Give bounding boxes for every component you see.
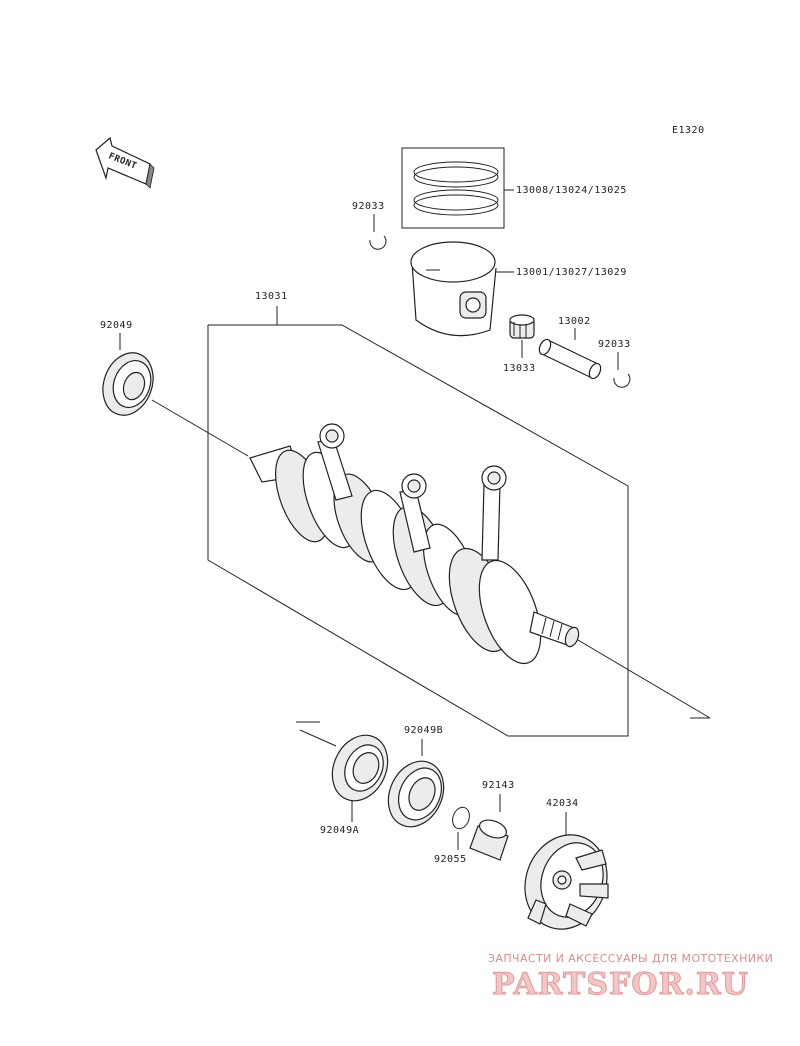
bearing-a xyxy=(331,734,389,802)
front-arrow-icon: FRONT xyxy=(95,136,155,189)
label-crankshaft: 13031 xyxy=(255,291,288,302)
label-bearing-b: 92049B xyxy=(404,725,443,736)
oil-seal xyxy=(102,352,154,416)
label-oil-seal: 92049 xyxy=(100,320,133,331)
piston-rings xyxy=(401,147,514,229)
label-bearing-a: 92049A xyxy=(320,825,359,836)
label-circlip: 92055 xyxy=(434,854,467,865)
diagram-code: E1320 xyxy=(672,125,705,136)
piston-clip-left xyxy=(369,235,387,250)
label-coupling: 42034 xyxy=(546,798,579,809)
piston-clip-right xyxy=(613,373,631,388)
watermark-tagline: ЗАПЧАСТИ И АКСЕССУАРЫ ДЛЯ МОТОТЕХНИКИ xyxy=(488,952,773,965)
label-piston: 13001/13027/13029 xyxy=(516,267,627,278)
piston-pin xyxy=(538,338,602,380)
label-needle-bearing: 13033 xyxy=(503,363,536,374)
watermark-brand: PARTSFOR.RU xyxy=(492,967,749,1002)
coupling xyxy=(524,834,609,930)
needle-bearing xyxy=(509,314,535,339)
label-piston-clip-left: 92033 xyxy=(352,201,385,212)
bearing-b xyxy=(387,760,445,828)
label-piston-rings: 13008/13024/13025 xyxy=(516,185,627,196)
label-piston-clip-right: 92033 xyxy=(598,339,631,350)
collar xyxy=(469,819,509,861)
label-collar: 92143 xyxy=(482,780,515,791)
label-piston-pin: 13002 xyxy=(558,316,591,327)
circlip xyxy=(452,806,470,830)
crankshaft xyxy=(249,423,580,665)
piston xyxy=(410,241,497,337)
